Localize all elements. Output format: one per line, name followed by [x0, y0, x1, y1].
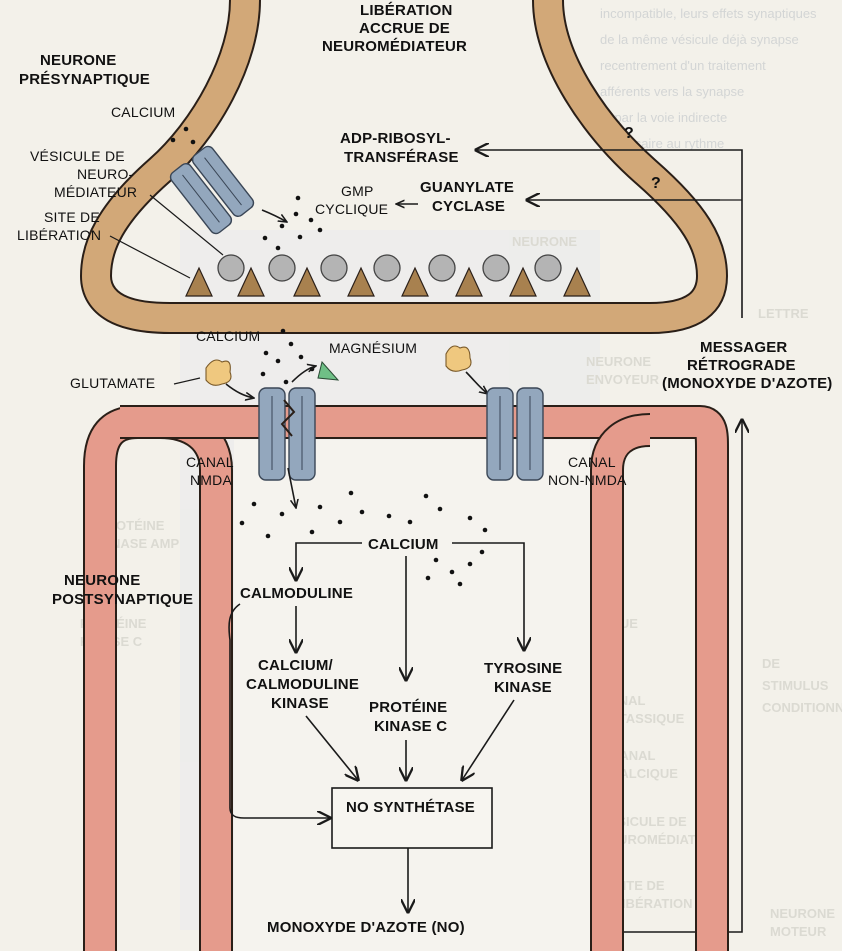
- svg-text:ENVOYEUR: ENVOYEUR: [586, 372, 660, 387]
- non-nmda-label-line2: NON-NMDA: [548, 472, 627, 488]
- presynaptic-title-line1: NEURONE: [40, 52, 116, 69]
- pkc-label-line2: KINASE C: [374, 718, 447, 735]
- svg-text:recentrement d'un traitement: recentrement d'un traitement: [600, 58, 766, 73]
- pre-calcium-label: CALCIUM: [111, 104, 175, 120]
- gmp-label-line1: GMP: [341, 183, 374, 199]
- cck-label-line2: CALMODULINE: [246, 676, 359, 693]
- cck-label-line1: CALCIUM/: [258, 657, 334, 674]
- release-label-line2: ACCRUE DE: [359, 20, 450, 37]
- release-label-line3: NEUROMÉDIATEUR: [322, 38, 467, 55]
- svg-text:DE: DE: [762, 656, 780, 671]
- gmp-label-line2: CYCLIQUE: [315, 201, 388, 217]
- svg-text:CONDITIONNEL: CONDITIONNEL: [762, 700, 842, 715]
- vesicle-label-line2: NEURO-: [77, 166, 134, 182]
- magnesium-label: MAGNÉSIUM: [329, 340, 417, 356]
- question-mark-1: ?: [624, 125, 634, 142]
- guanylate-label-line2: CYCLASE: [432, 198, 505, 215]
- no-synthase-box: NO SYNTHÉTASE: [332, 788, 492, 848]
- guanylate-label-line1: GUANYLATE: [420, 179, 514, 196]
- svg-text:NEURONE: NEURONE: [586, 354, 651, 369]
- svg-text:NEURONE: NEURONE: [512, 234, 577, 249]
- non-nmda-label-line1: CANAL: [568, 454, 616, 470]
- no-synthase-label: NO SYNTHÉTASE: [346, 799, 475, 816]
- adp-label-line2: TRANSFÉRASE: [344, 149, 459, 166]
- tyrosine-label-line2: KINASE: [494, 679, 552, 696]
- nmda-label-line1: CANAL: [186, 454, 234, 470]
- messenger-label-line2: RÉTROGRADE: [687, 357, 796, 374]
- nitric-oxide-label: MONOXYDE D'AZOTE (NO): [267, 919, 465, 936]
- svg-text:de la même vésicule déjà synap: de la même vésicule déjà synapse: [600, 32, 799, 47]
- svg-text:NEURONE: NEURONE: [770, 906, 835, 921]
- glutamate-label: GLUTAMATE: [70, 375, 155, 391]
- calmoduline-label: CALMODULINE: [240, 585, 353, 602]
- cleft-calcium-label: CALCIUM: [196, 328, 260, 344]
- nmda-label-line2: NMDA: [190, 472, 232, 488]
- tyrosine-label-line1: TYROSINE: [484, 660, 562, 677]
- vesicle-label-line1: VÉSICULE DE: [30, 148, 125, 164]
- svg-text:incompatible, leurs effets syn: incompatible, leurs effets synaptiques: [600, 6, 817, 21]
- messenger-label-line1: MESSAGER: [700, 339, 787, 356]
- question-mark-2: ?: [651, 175, 661, 192]
- postsynaptic-title-line1: NEURONE: [64, 572, 140, 589]
- svg-text:LIBÉRATION: LIBÉRATION: [614, 896, 692, 911]
- messenger-label-line3: (MONOXYDE D'AZOTE): [662, 375, 833, 392]
- release-label-line1: LIBÉRATION: [360, 2, 453, 19]
- calcium-entry-arrow: [262, 210, 287, 222]
- post-calcium-label: CALCIUM: [368, 536, 439, 553]
- adp-label-line1: ADP-RIBOSYL-: [340, 130, 451, 147]
- site-leader: [110, 236, 190, 278]
- vesicle-label-line3: MÉDIATEUR: [54, 184, 137, 200]
- presynaptic-title-line2: PRÉSYNAPTIQUE: [19, 71, 150, 88]
- svg-text:afférents vers la synapse: afférents vers la synapse: [600, 84, 744, 99]
- pkc-label-line1: PROTÉINE: [369, 699, 447, 716]
- cck-label-line3: KINASE: [271, 695, 329, 712]
- glutamate-molecule-2: [446, 346, 471, 371]
- svg-text:MOTEUR: MOTEUR: [770, 924, 827, 939]
- postsynaptic-title-line2: POSTSYNAPTIQUE: [52, 591, 193, 608]
- svg-text:LETTRE: LETTRE: [758, 306, 809, 321]
- site-label-line2: LIBÉRATION: [17, 227, 101, 243]
- site-label-line1: SITE DE: [44, 209, 100, 225]
- svg-text:STIMULUS: STIMULUS: [762, 678, 829, 693]
- glutamate-molecule-1: [206, 360, 231, 385]
